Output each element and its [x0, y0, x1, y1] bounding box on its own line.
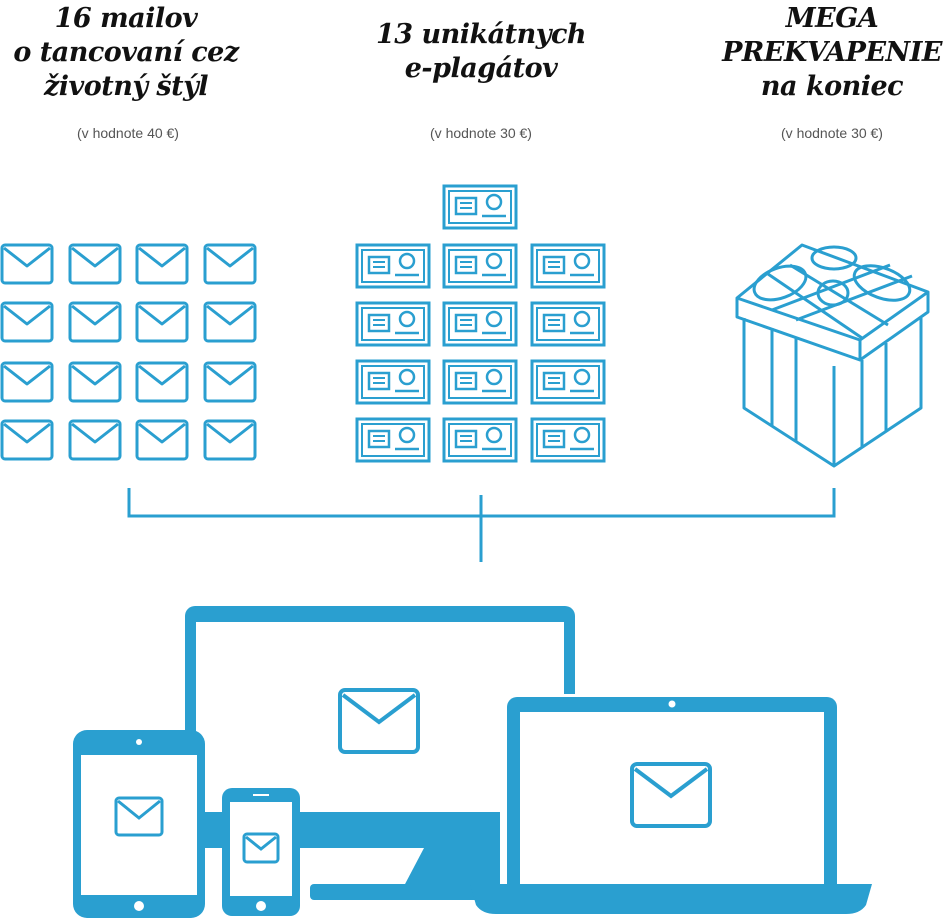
poster-icon — [442, 243, 518, 289]
envelope-grid — [0, 243, 257, 461]
envelope-icon — [203, 361, 257, 403]
title-line: PREKVAPENIE — [722, 37, 942, 68]
value-emails: (v hodnote 40 €) — [77, 125, 179, 141]
envelope-icon — [135, 419, 189, 461]
poster-icon — [355, 417, 431, 463]
envelope-icon — [0, 361, 54, 403]
poster-icon — [530, 243, 606, 289]
value-posters: (v hodnote 30 €) — [430, 125, 532, 141]
envelope-icon — [68, 361, 122, 403]
envelope-icon — [0, 419, 54, 461]
poster-icon — [442, 301, 518, 347]
title-line: o tancovaní cez — [13, 37, 239, 68]
connector — [127, 488, 836, 562]
envelope-icon — [135, 361, 189, 403]
title-line: 16 mailov — [54, 3, 198, 34]
title-line: 13 unikátnych — [375, 19, 587, 50]
title-emails: 16 mailov o tancovaní cez životný štýl — [0, 2, 252, 104]
poster-icon — [355, 243, 431, 289]
title-line: na koniec — [760, 71, 904, 102]
title-line: e-plagátov — [404, 53, 558, 84]
envelope-icon — [135, 301, 189, 343]
title-line: MEGA — [785, 3, 879, 34]
poster-grid — [355, 184, 606, 463]
envelope-icon — [0, 301, 54, 343]
envelope-icon — [0, 243, 54, 285]
envelope-icon — [338, 688, 420, 754]
poster-icon — [530, 417, 606, 463]
poster-icon — [355, 301, 431, 347]
poster-icon — [442, 184, 518, 230]
poster-icon — [442, 417, 518, 463]
envelope-icon — [68, 419, 122, 461]
envelope-icon — [68, 243, 122, 285]
envelope-icon — [203, 243, 257, 285]
laptop-icon — [470, 694, 872, 914]
envelope-icon — [68, 301, 122, 343]
title-posters: 13 unikátnych e-plagátov — [350, 18, 612, 86]
envelope-icon — [114, 796, 164, 837]
envelope-icon — [242, 832, 280, 864]
poster-icon — [442, 359, 518, 405]
gift-icon — [735, 243, 930, 468]
envelope-icon — [203, 419, 257, 461]
envelope-icon — [203, 301, 257, 343]
phone-icon — [209, 788, 300, 916]
value-surprise: (v hodnote 30 €) — [781, 125, 883, 141]
poster-icon — [355, 359, 431, 405]
title-surprise: MEGA PREKVAPENIE na koniec — [702, 2, 946, 104]
poster-icon — [530, 359, 606, 405]
poster-icon — [530, 301, 606, 347]
tablet-icon — [73, 730, 205, 918]
title-line: životný štýl — [43, 71, 209, 102]
envelope-icon — [630, 762, 712, 828]
envelope-icon — [135, 243, 189, 285]
